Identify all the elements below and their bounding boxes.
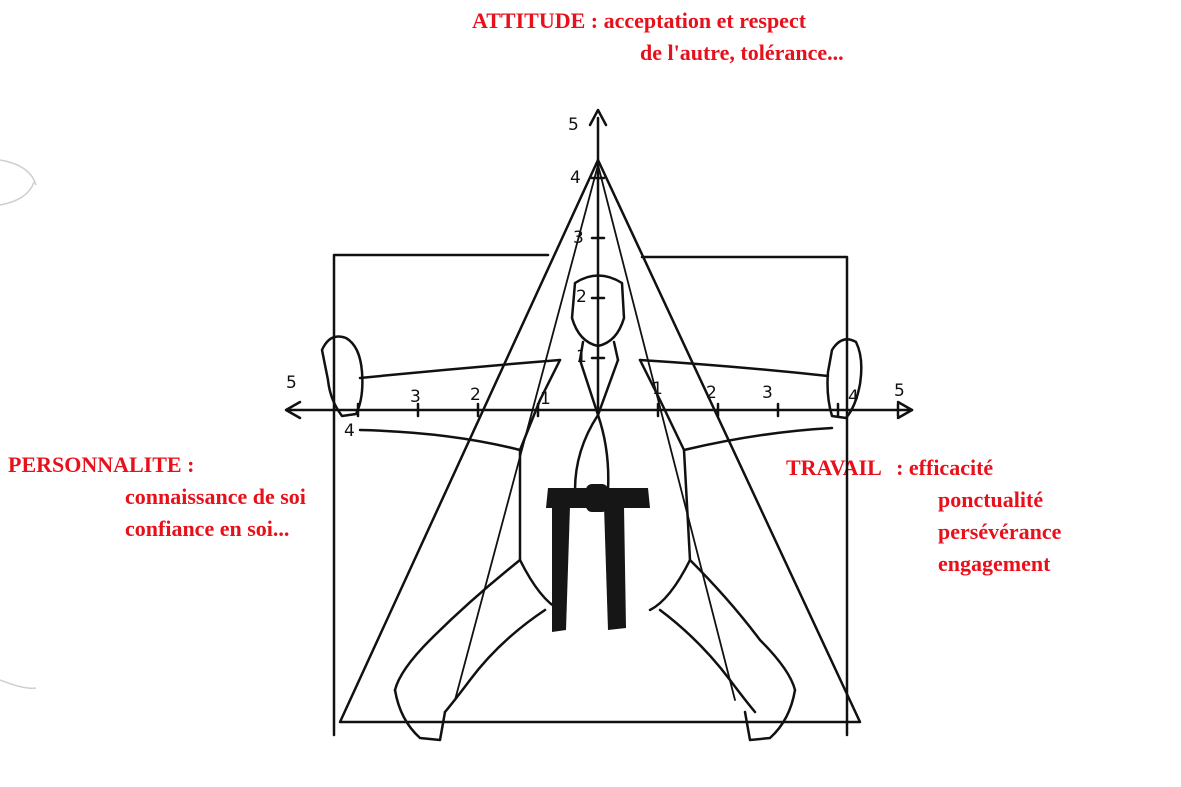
left-tick-label-4: 4 [344, 421, 355, 441]
vertical-axis-arrow [588, 108, 608, 127]
travail-title: TRAVAIL [786, 455, 881, 480]
head [570, 274, 626, 348]
frame [332, 253, 849, 737]
travail-label: TRAVAIL : efficacité ponctualité persévé… [786, 452, 1061, 580]
v-tick-label-3: 3 [573, 228, 584, 248]
attitude-label: ATTITUDE : acceptation et respect de l'a… [472, 5, 844, 69]
gi-lapels [573, 358, 620, 492]
left-tick-label-1: 1 [540, 389, 551, 409]
inner-triangle [454, 164, 736, 701]
neck [578, 340, 620, 362]
vertical-axis-ticks [590, 176, 606, 360]
left-arm [358, 358, 562, 452]
right-foot [743, 688, 797, 742]
right-tick-label-2: 2 [706, 383, 717, 403]
right-tick-label-5: 5 [894, 381, 905, 401]
right-arm [638, 358, 834, 452]
travail-item-0: efficacité [908, 455, 994, 480]
left-tick-label-2: 2 [470, 385, 481, 405]
v-tick-label-5: 5 [568, 115, 579, 135]
right-tick-label-3: 3 [762, 383, 773, 403]
personnalite-title: PERSONNALITE : [8, 452, 195, 477]
left-foot [393, 688, 447, 742]
v-tick-label-1: 1 [576, 347, 587, 367]
attitude-title: ATTITUDE : [472, 8, 599, 33]
left-tick-label-3: 3 [410, 387, 421, 407]
star-triangle [338, 158, 862, 724]
right-leg [658, 558, 797, 714]
v-tick-label-2: 2 [576, 287, 587, 307]
vertical-axis-labels: 5 4 3 2 1 [568, 115, 587, 367]
personnalite-text-line1: connaissance de soi [125, 484, 306, 509]
left-axis-labels: 5 4 3 2 1 [286, 373, 551, 441]
horizontal-axis-left-arrow [284, 400, 302, 420]
travail-item-2: persévérance [938, 519, 1062, 544]
binder-hole-marks [0, 159, 37, 690]
attitude-text-line1: acceptation et respect [603, 8, 807, 33]
left-tick-label-5: 5 [286, 373, 297, 393]
horizontal-axis-right-arrow [896, 400, 914, 420]
right-fist [826, 338, 863, 420]
left-fist [320, 335, 364, 418]
right-tick-label-4: 4 [848, 387, 859, 407]
attitude-text-line2: de l'autre, tolérance... [640, 40, 844, 65]
travail-item-1: ponctualité [938, 487, 1044, 512]
personnalite-label: PERSONNALITE : connaissance de soi confi… [8, 449, 306, 545]
right-axis-labels: 1 2 3 4 5 [652, 379, 905, 407]
black-belt [546, 484, 650, 632]
personnalite-text-line2: confiance en soi... [125, 516, 290, 541]
v-tick-label-4: 4 [570, 168, 581, 188]
travail-item-3: engagement [938, 551, 1051, 576]
right-tick-label-1: 1 [652, 379, 663, 399]
left-leg [393, 558, 547, 714]
travail-separator: : [896, 455, 904, 480]
